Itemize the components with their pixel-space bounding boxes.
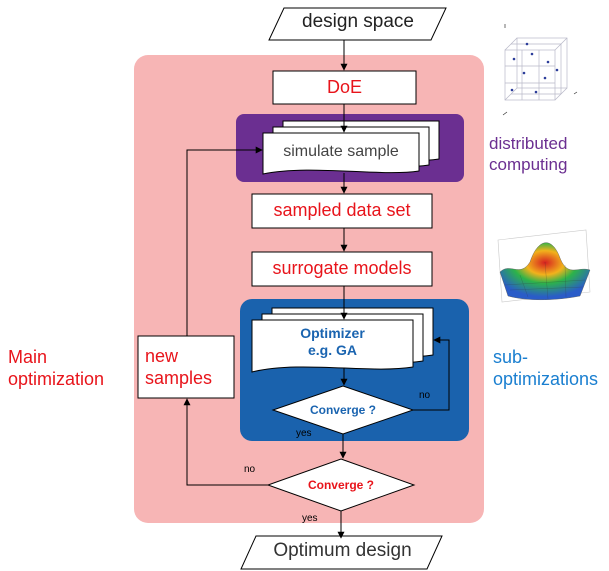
arrow-new-samples-to-simulate: [186, 146, 263, 336]
arrow-inner-no-loop: [413, 336, 450, 411]
sampled-data-set-box: [251, 193, 433, 229]
surrogate-models-box: [251, 251, 433, 287]
distributed-computing-label-line2: computing: [489, 155, 568, 174]
doe-box: [272, 70, 417, 105]
optimizer-label-line1: Optimizer: [300, 325, 365, 341]
surrogate-models-label: surrogate models: [272, 258, 412, 278]
optimizer-label-line2: e.g. GA: [307, 342, 357, 358]
outer-yes-label: yes: [302, 513, 318, 524]
optimum-design-label: Optimum design: [273, 540, 412, 561]
converge-inner-label: Converge ?: [309, 403, 376, 417]
outer-no-label: no: [244, 464, 256, 475]
simulate-sample-label: simulate sample: [283, 143, 399, 160]
3d-sample-grid-icon: [502, 24, 578, 116]
design-space-label: design space: [302, 11, 414, 32]
new-samples-label-line1: new: [145, 346, 179, 366]
main-optimization-label-line2: optimization: [8, 369, 105, 389]
optimizer-box: [251, 319, 414, 373]
converge-outer-label: Converge ?: [307, 478, 374, 492]
main-optimization-label-line1: Main: [8, 347, 48, 367]
sub-optimizations-label-line1: sub-: [493, 347, 529, 367]
inner-no-label: no: [419, 390, 431, 401]
inner-yes-label: yes: [296, 428, 312, 439]
simulate-sample-box: [262, 132, 420, 175]
distributed-computing-label-line1: distributed: [489, 134, 568, 153]
doe-label: DoE: [326, 77, 362, 97]
design-space-shape: [268, 7, 447, 41]
sub-optimizations-label-line2: optimizations: [493, 369, 599, 389]
new-samples-label-line2: samples: [145, 368, 213, 388]
3d-surface-plot-icon: [497, 229, 591, 303]
arrow-outer-no: [183, 398, 268, 486]
new-samples-box: [137, 335, 235, 399]
sampled-data-set-label: sampled data set: [273, 200, 411, 220]
optimum-design-shape: [240, 535, 443, 570]
